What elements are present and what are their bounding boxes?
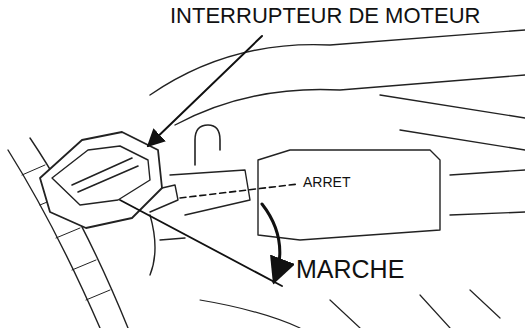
knob-face [52,146,150,205]
switch-base [170,170,250,215]
rotation-arrow [262,204,280,282]
switch-base [150,215,185,275]
housing-line [150,30,525,95]
switch-plate [258,150,440,240]
housing-line [175,75,525,125]
position-label: MARCHE [294,256,406,284]
off-position-line [180,184,298,198]
housing-line [200,290,500,328]
knob-stem [150,185,178,212]
housing-line [450,170,525,215]
leader-arrow [148,36,262,146]
position-label: ARRET [301,175,352,190]
knob-grip [72,158,138,192]
wire-hook [195,125,220,165]
part-label: INTERRUPTEUR DE MOTEUR [168,4,482,28]
leader-line [120,200,282,286]
housing-line [380,95,525,150]
